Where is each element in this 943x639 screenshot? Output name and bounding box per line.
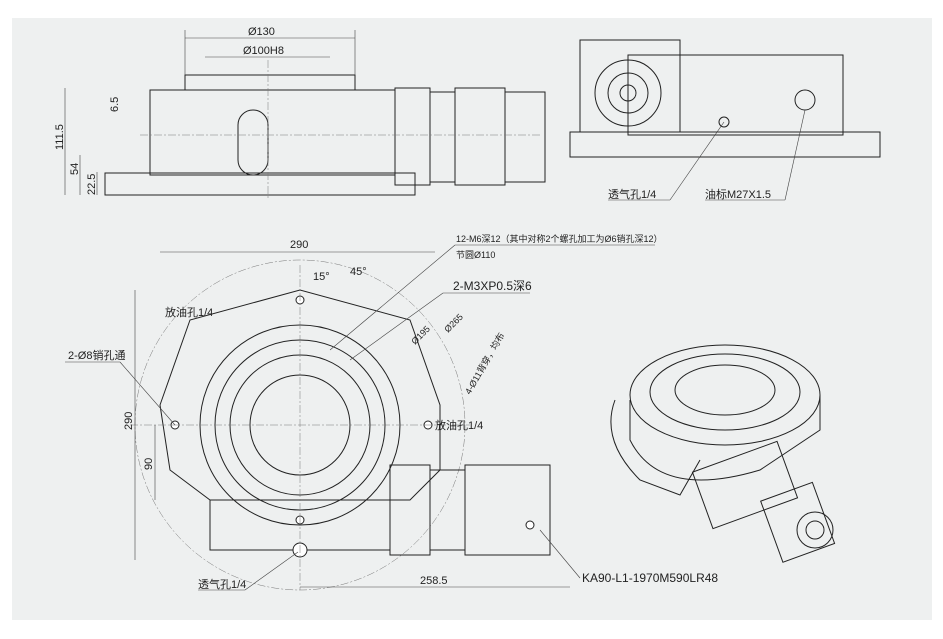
oil-drain-right-label: 放油孔1/4 bbox=[435, 418, 483, 432]
side-view: 透气孔1/4 油标M27X1.5 bbox=[569, 39, 881, 201]
note-pitch-circle: 节圆Ø110 bbox=[456, 250, 495, 260]
note-d11-holes: 4-Ø11背穿，均布 bbox=[462, 330, 506, 396]
dim-111-5: 111.5 bbox=[54, 124, 66, 150]
oil-gauge-label: 油标M27X1.5 bbox=[705, 187, 771, 201]
oil-fill-left-label: 放油孔1/4 bbox=[165, 305, 213, 319]
model-number: KA90-L1-1970M590LR48 bbox=[582, 571, 718, 585]
dim-22-5: 22.5 bbox=[86, 174, 98, 195]
pin-hole-label: 2-Ø8销孔通 bbox=[68, 348, 125, 362]
dim-6-5: 6.5 bbox=[109, 97, 121, 112]
dim-90: 90 bbox=[143, 458, 155, 470]
front-view: Ø130 Ø100H8 111.5 54 22.5 6.5 bbox=[54, 26, 546, 200]
drawing-sheet: Ø130 Ø100H8 111.5 54 22.5 6.5 透气孔1/4 油标M… bbox=[12, 18, 932, 620]
dim-54: 54 bbox=[69, 163, 81, 175]
dim-290-width: 290 bbox=[290, 239, 308, 251]
side-vent-hole-label: 透气孔1/4 bbox=[608, 187, 656, 201]
top-vent-hole-label: 透气孔1/4 bbox=[198, 577, 246, 591]
note-m6-holes: 12-M6深12（其中对称2个螺孔加工为Ø6销孔深12） bbox=[456, 233, 663, 244]
technical-drawing: Ø130 Ø100H8 111.5 54 22.5 6.5 透气孔1/4 油标M… bbox=[54, 26, 881, 591]
dim-d265: Ø265 bbox=[442, 312, 465, 335]
dim-290-height: 290 bbox=[123, 412, 135, 430]
top-view: 290 290 90 258.5 15° 45° 12-M6深12（其中对称2个… bbox=[65, 233, 718, 591]
angle-15: 15° bbox=[313, 271, 330, 283]
dim-258-5: 258.5 bbox=[420, 575, 448, 587]
dim-d100h8: Ø100H8 bbox=[243, 45, 284, 57]
note-m3-holes: 2-M3XP0.5深6 bbox=[453, 279, 532, 293]
isometric-view bbox=[610, 344, 836, 563]
dim-d130: Ø130 bbox=[248, 26, 275, 38]
angle-45: 45° bbox=[350, 266, 367, 278]
